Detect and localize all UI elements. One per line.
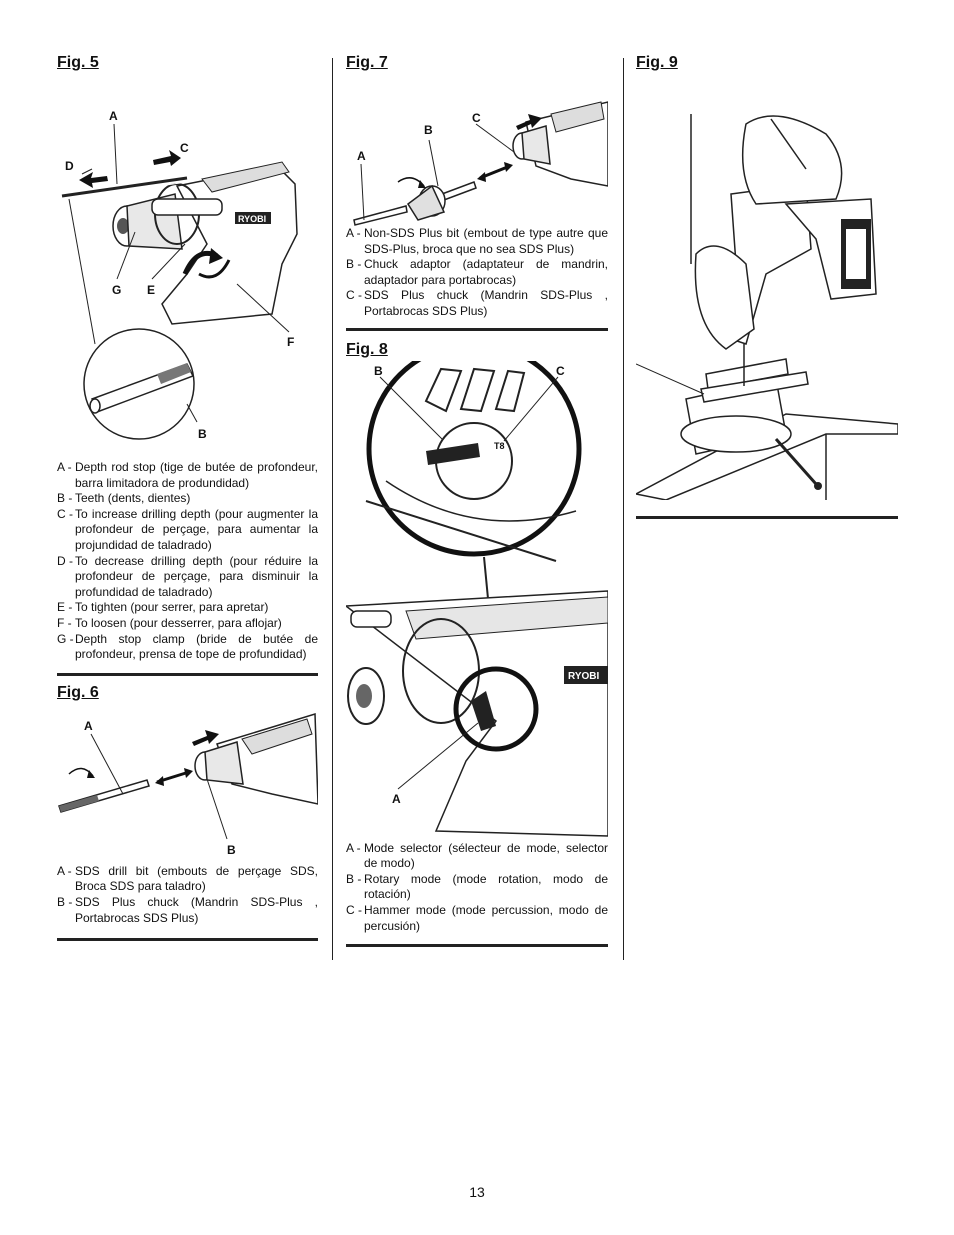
legend-item: A -Depth rod stop (tige de butée de prof… <box>57 460 318 490</box>
legend-item: C -Hammer mode (mode percussion, modo de… <box>346 902 608 933</box>
fig8-brand: RYOBI <box>568 671 600 682</box>
fig9-bottom-rule <box>636 516 898 519</box>
fig8-label-c: C <box>556 364 565 378</box>
fig5-label-g: G <box>112 283 121 297</box>
fig6-title: Fig. 6 <box>57 683 99 701</box>
legend-item: D -To decrease drilling depth (pour rédu… <box>57 553 318 599</box>
fig5-label-a: A <box>109 109 118 123</box>
fig7-label-b: B <box>424 123 433 137</box>
fig7-illustration: A B C <box>346 74 608 226</box>
legend-item: A -Non-SDS Plus bit (embout de type autr… <box>346 226 608 256</box>
fig5-illustration: RYOBI <box>57 74 318 460</box>
fig9-title: Fig. 9 <box>636 54 678 71</box>
column-divider-right <box>623 58 624 960</box>
legend-item: B -Rotary mode (mode rotation, modo de r… <box>346 871 608 902</box>
fig8-legend: A -Mode selector (sélecteur de mode, sel… <box>346 841 608 935</box>
legend-item: A -SDS drill bit (embouts de perçage SDS… <box>57 863 318 894</box>
fig5-label-d: D <box>65 159 74 173</box>
fig5-label-b: B <box>198 427 207 441</box>
fig5-label-f: F <box>287 335 294 349</box>
fig8-bottom-rule <box>346 944 608 948</box>
fig8-drill-drawing: T8 RYOBI B C A <box>346 360 608 837</box>
fig6-label-b: B <box>227 843 236 857</box>
column-right: Fig. 9 <box>636 52 898 519</box>
fig9-illustration <box>636 74 898 500</box>
fig6-legend: A -SDS drill bit (embouts de perçage SDS… <box>57 864 318 926</box>
fig7-label-c: C <box>472 111 481 125</box>
fig7-title: Fig. 7 <box>346 54 388 71</box>
fig8-label-a: A <box>392 792 401 806</box>
fig5-brand: RYOBI <box>238 214 266 224</box>
column-middle: Fig. 7 A B <box>346 52 608 948</box>
legend-item: B -Chuck adaptor (adaptateur de mandrin,… <box>346 257 608 287</box>
fig5-label-e: E <box>147 283 155 297</box>
fig8-label-b: B <box>374 364 383 378</box>
fig6-drill-drawing: A B <box>58 712 318 857</box>
fig7-label-a: A <box>357 149 366 163</box>
fig6-label-a: A <box>84 719 93 733</box>
fig5-legend: A -Depth rod stop (tige de butée de prof… <box>57 460 318 663</box>
legend-item: B -Teeth (dents, dientes) <box>57 491 191 506</box>
fig5-brand-plate <box>235 212 271 224</box>
legend-item: C -To increase drilling depth (pour augm… <box>57 506 318 552</box>
fig7-legend: A -Non-SDS Plus bit (embout de type autr… <box>346 226 608 320</box>
legend-item: F -To loosen (pour desserrer, para afloj… <box>57 615 282 630</box>
fig5-title: Fig. 5 <box>57 54 99 71</box>
column-left: Fig. 5 RYOBI <box>57 52 318 942</box>
fig7-drill-drawing: A B C <box>353 101 608 226</box>
fig8-brand-plate <box>564 665 608 684</box>
fig8-title: Fig. 8 <box>346 340 388 358</box>
fig7-bottom-rule <box>346 327 608 331</box>
fig9-drill-in-vise-drawing <box>636 114 898 500</box>
fig6-bottom-rule <box>57 938 318 942</box>
svg-text:T8: T8 <box>494 441 505 451</box>
fig8-illustration: T8 RYOBI B C A <box>346 360 608 841</box>
fig5-drill-drawing: RYOBI <box>61 109 298 441</box>
fig6-illustration: A B <box>57 704 318 864</box>
column-divider-left <box>332 58 333 960</box>
legend-item: B -SDS Plus chuck (Mandrin SDS-Plus , Po… <box>57 894 318 925</box>
legend-item: A -Mode selector (sélecteur de mode, sel… <box>346 840 608 871</box>
page-number: 13 <box>469 1184 485 1200</box>
legend-item: E -To tighten (pour serrer, para apretar… <box>57 600 269 615</box>
legend-item: C -SDS Plus chuck (Mandrin SDS-Plus , Po… <box>346 288 608 318</box>
fig5-bottom-rule <box>57 672 318 676</box>
fig5-label-c: C <box>180 141 189 155</box>
legend-item: G -Depth stop clamp (bride de butée de p… <box>57 631 318 662</box>
